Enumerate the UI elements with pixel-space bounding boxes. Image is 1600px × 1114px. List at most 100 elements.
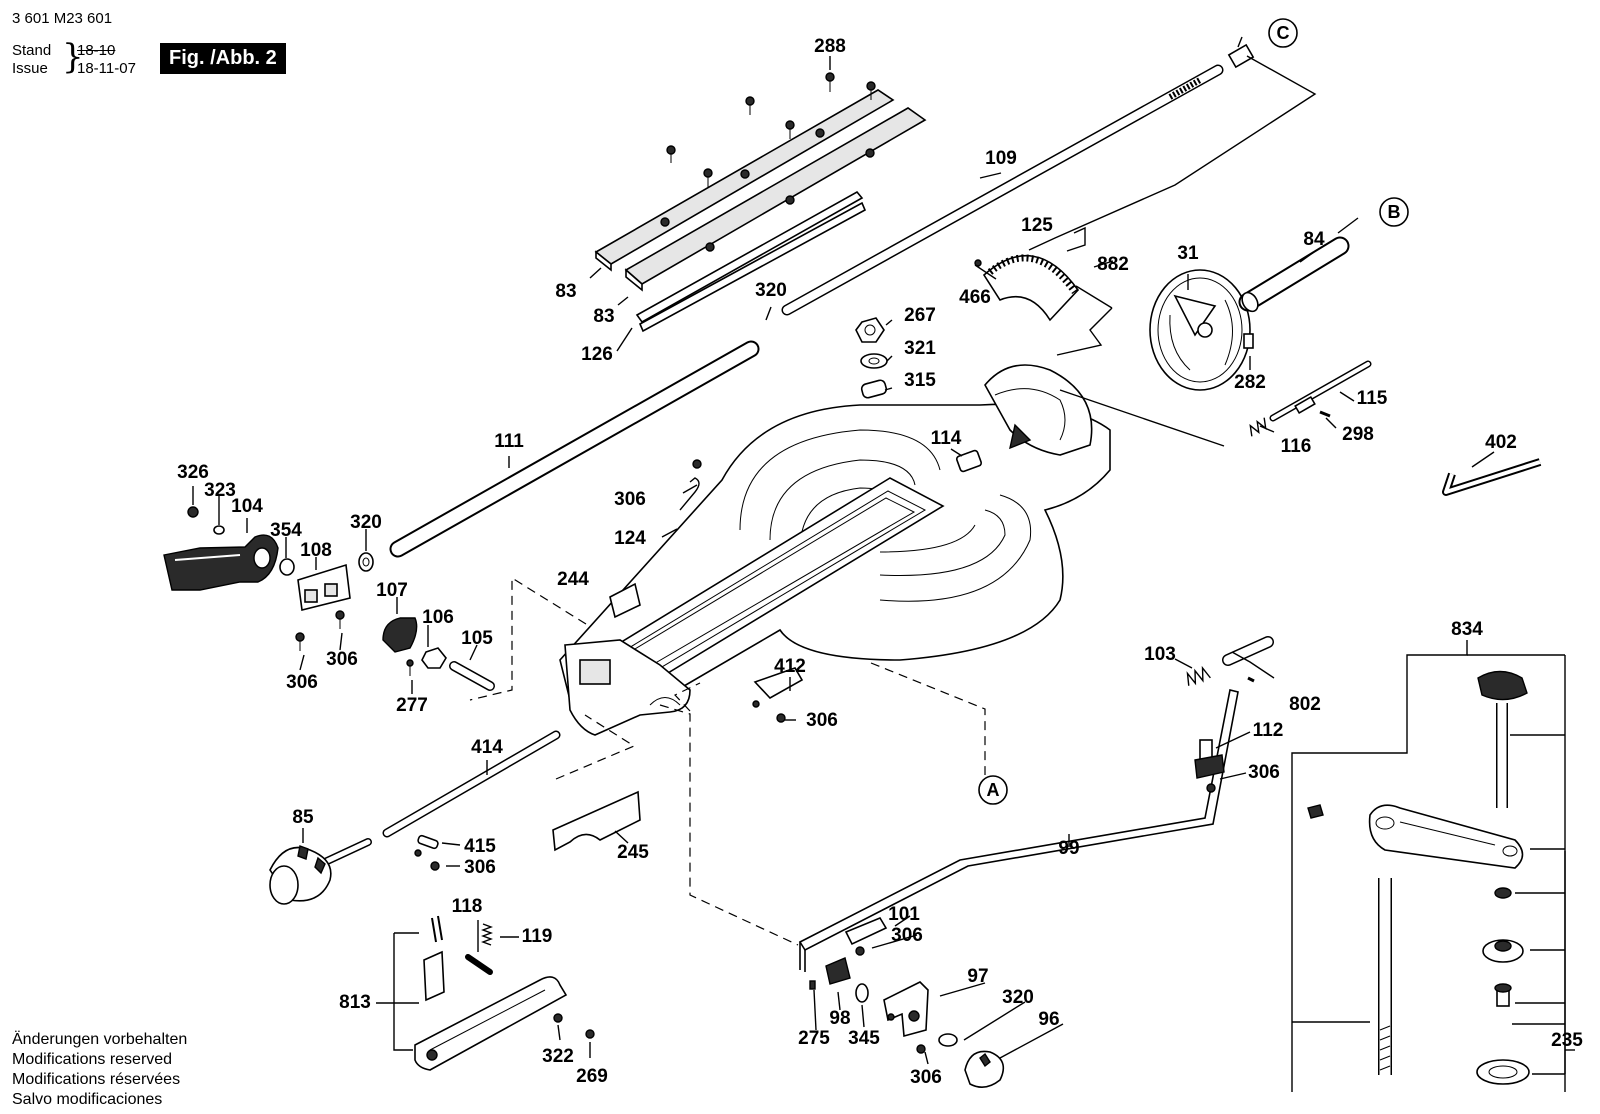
plate-415: [417, 834, 439, 850]
knob-96: [964, 1050, 1005, 1088]
fence-strip: [635, 190, 867, 333]
callout-c-label: C: [1277, 23, 1290, 43]
issue-label: Issue: [12, 60, 48, 77]
part-number: 118: [452, 896, 483, 917]
fence-screws: [666, 72, 876, 187]
note-es: Salvo modificaciones: [12, 1091, 163, 1108]
leader-lines: [192, 36, 1495, 1065]
pin-114: [955, 449, 983, 473]
sleeve-c: [1227, 43, 1255, 69]
part-number: 101: [888, 904, 920, 925]
spring-103: [1186, 665, 1211, 686]
part-number: 107: [376, 580, 408, 601]
part-number: 31: [1177, 243, 1199, 264]
callout-b: B: [1379, 197, 1409, 227]
part-number: 306: [286, 672, 318, 693]
part-number: 277: [396, 695, 428, 716]
part-number: 298: [1342, 424, 1374, 445]
revision-notes: Änderungen vorbehalten Modifications res…: [12, 1030, 187, 1110]
part-number: 106: [422, 607, 454, 628]
part-number: 98: [829, 1008, 850, 1029]
bracket-97: [883, 981, 929, 1038]
bracket-813: [423, 950, 445, 1002]
dashed-lines: [469, 576, 986, 946]
washer-315: [860, 379, 888, 399]
hold-down-clamp-834: [1307, 670, 1530, 1085]
shaft-84: [1238, 236, 1350, 313]
callout-a: A: [978, 775, 1008, 805]
nut-106: [421, 647, 447, 669]
front-nose: [564, 639, 691, 736]
handwheel-31: [1149, 269, 1251, 391]
part-number: 323: [204, 480, 236, 501]
part-number: 267: [904, 305, 936, 326]
part-number: 119: [522, 926, 553, 947]
stand-label: Stand: [12, 42, 52, 59]
callout-a-label: A: [987, 780, 1000, 800]
part-number: 306: [464, 857, 496, 878]
part-number: 235: [1551, 1030, 1583, 1051]
rod-111: [389, 340, 760, 558]
spring-119: [481, 923, 493, 946]
part-number: 354: [270, 520, 302, 541]
callout-b-label: B: [1388, 202, 1401, 222]
part-number: 109: [985, 148, 1017, 169]
plate-101: [844, 916, 888, 946]
knob-85: [269, 838, 372, 905]
part-number: 412: [774, 656, 806, 677]
part-number: 466: [959, 287, 991, 308]
group-brackets: [1291, 640, 1575, 1092]
part-number: 320: [350, 512, 382, 533]
callout-c: C: [1268, 18, 1298, 48]
part-number: 115: [1357, 388, 1388, 409]
part-number: 244: [557, 569, 589, 590]
part-number: 96: [1038, 1009, 1059, 1030]
note-en: Modifications reserved: [12, 1051, 173, 1068]
part-number: 320: [755, 280, 787, 301]
bolt-105: [449, 661, 495, 691]
bevel-scale: [974, 254, 1080, 322]
part-number: 112: [1253, 720, 1284, 741]
part-number: 245: [617, 842, 649, 863]
small-screws-right: [414, 700, 1216, 1054]
nut-267: [855, 317, 885, 343]
washer-354: [279, 558, 295, 576]
part-number: 306: [891, 925, 923, 946]
part-number: 306: [1248, 762, 1280, 783]
part-number: 99: [1058, 838, 1079, 859]
pin-802: [1222, 636, 1274, 683]
part-number: 104: [231, 496, 263, 517]
block-107: [382, 617, 418, 653]
part-number: 114: [931, 428, 962, 449]
part-number: 282: [1234, 372, 1266, 393]
plate-412: [753, 667, 804, 700]
part-labels: 288 109 125 882 466 83 83 320 126 267 32…: [177, 36, 1583, 1088]
part-number: 882: [1097, 254, 1129, 275]
fence-rail-lower: [624, 107, 927, 292]
part-number: 125: [1021, 215, 1053, 236]
part-number: 306: [326, 649, 358, 670]
part-number: 103: [1144, 644, 1176, 665]
part-number: 269: [576, 1066, 608, 1087]
part-number: 414: [471, 737, 503, 758]
part-number: 83: [555, 281, 576, 302]
lever-104: [163, 534, 279, 591]
part-number: 85: [292, 807, 314, 828]
washer-320-right: [938, 1033, 958, 1047]
hex-key-402: [1442, 458, 1542, 496]
clamp-base-813: [414, 976, 568, 1071]
part-number: 116: [1281, 436, 1312, 457]
nuts-322-269: [553, 1013, 595, 1039]
stand-date: 18-10: [77, 42, 116, 59]
note-fr: Modifications réservées: [12, 1071, 181, 1088]
guard-245: [552, 790, 641, 852]
part-number: 306: [910, 1067, 942, 1088]
pin-298: [1319, 410, 1331, 418]
part-number: 345: [848, 1028, 880, 1049]
part-number: 108: [300, 540, 332, 561]
part-number: 275: [798, 1028, 830, 1049]
bar-99: [798, 689, 1239, 972]
pin-275: [809, 980, 816, 990]
part-number: 834: [1451, 619, 1483, 640]
